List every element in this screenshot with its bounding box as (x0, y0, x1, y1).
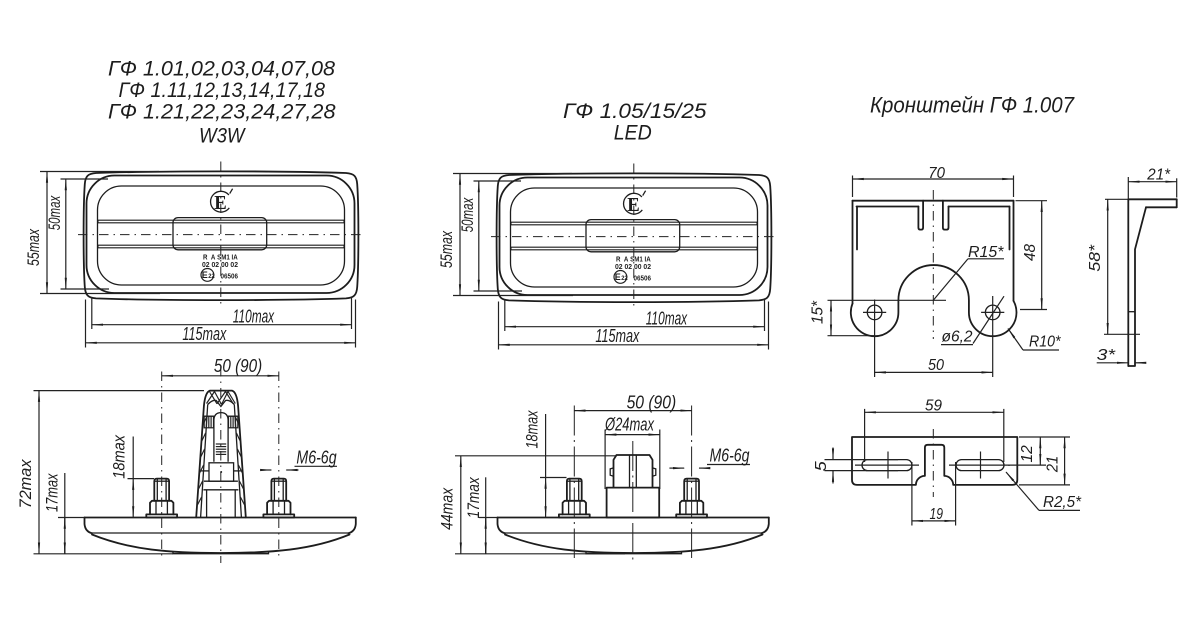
svg-text:44max: 44max (438, 487, 457, 529)
svg-text:21*: 21* (1146, 167, 1170, 184)
svg-text:17max: 17max (43, 473, 62, 512)
svg-text:3*: 3* (1097, 347, 1116, 364)
svg-text:18max: 18max (522, 410, 541, 448)
svg-text:LED: LED (614, 121, 652, 144)
svg-text:ГФ 1.21,22,23,24,27,28: ГФ 1.21,22,23,24,27,28 (108, 100, 336, 123)
svg-text:ГФ 1.05/15/25: ГФ 1.05/15/25 (563, 100, 707, 123)
svg-text:R2,5*: R2,5* (1043, 494, 1082, 511)
svg-text:12: 12 (1019, 445, 1036, 462)
svg-text:R15*: R15* (968, 244, 1004, 261)
svg-text:48: 48 (1022, 244, 1039, 261)
svg-text:ГФ 1.11,12,13,14,17,18: ГФ 1.11,12,13,14,17,18 (119, 79, 326, 102)
svg-text:ø6,2: ø6,2 (942, 329, 973, 346)
svg-text:50 (90): 50 (90) (214, 356, 262, 376)
svg-text:50: 50 (928, 357, 944, 374)
svg-text:M6-6g: M6-6g (296, 447, 336, 467)
svg-text:58*: 58* (1087, 244, 1104, 272)
svg-text:Ø24max: Ø24max (604, 415, 654, 435)
svg-text:15*: 15* (810, 300, 827, 324)
svg-text:19: 19 (930, 506, 944, 523)
svg-text:50 (90): 50 (90) (627, 393, 677, 413)
svg-text:18max: 18max (110, 435, 129, 479)
svg-text:W3W: W3W (199, 125, 246, 148)
svg-text:Кронштейн ГФ 1.007: Кронштейн ГФ 1.007 (870, 93, 1075, 118)
svg-text:R10*: R10* (1029, 334, 1061, 351)
svg-text:72max: 72max (16, 459, 35, 508)
svg-text:ГФ 1.01,02,03,04,07,08: ГФ 1.01,02,03,04,07,08 (108, 58, 335, 81)
svg-text:5: 5 (813, 461, 830, 471)
svg-text:17max: 17max (464, 477, 483, 518)
svg-text:21: 21 (1045, 456, 1062, 473)
svg-text:70: 70 (928, 165, 945, 182)
svg-text:M6-6g: M6-6g (710, 446, 750, 466)
svg-text:59: 59 (925, 397, 942, 414)
